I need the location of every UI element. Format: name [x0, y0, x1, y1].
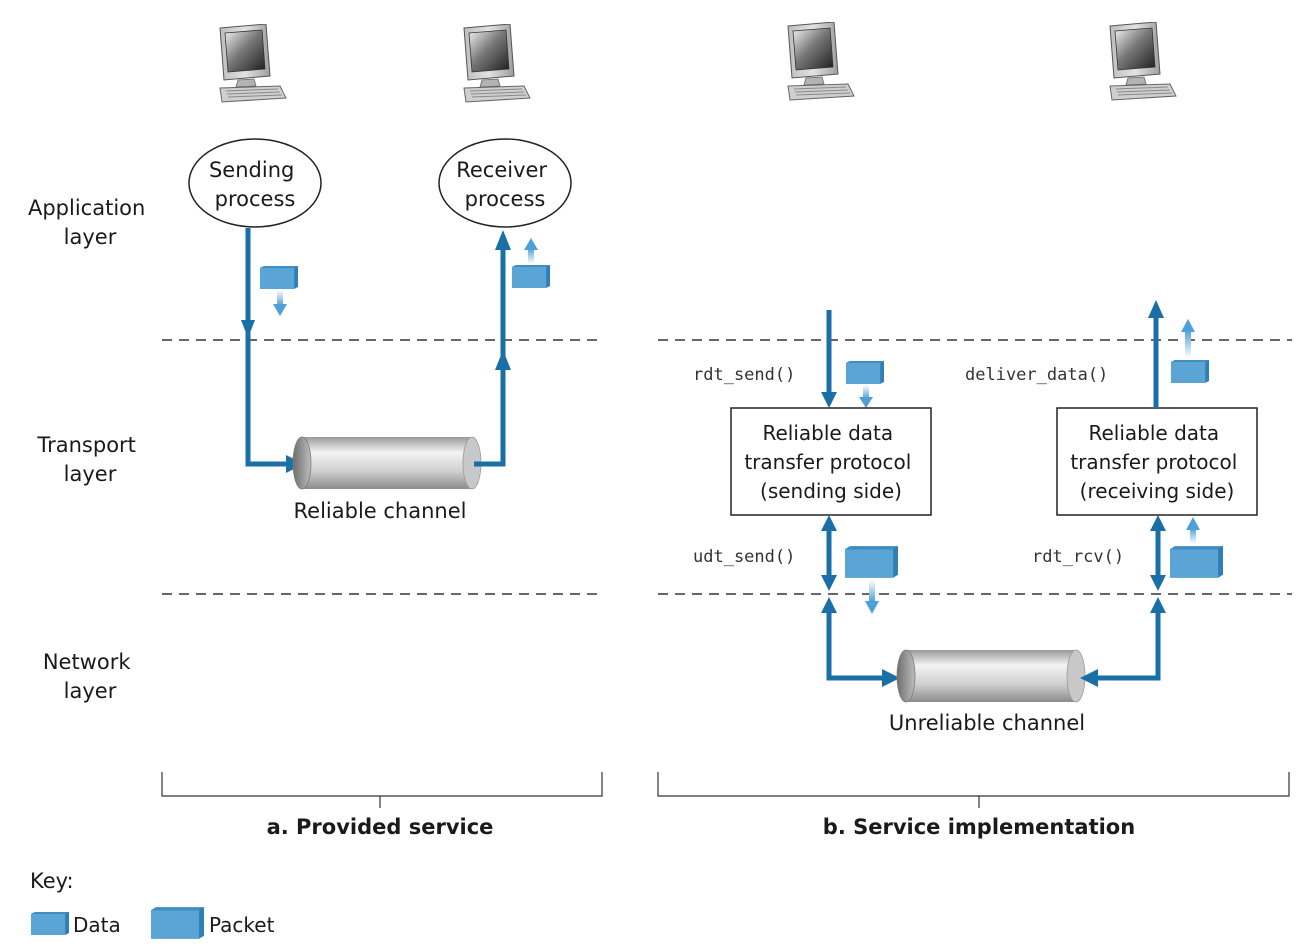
arrowhead: [821, 597, 837, 613]
arrowhead: [495, 350, 511, 370]
unreliable-channel-label: Unreliable channel: [889, 711, 1085, 735]
computer-icon: [463, 24, 531, 103]
network-layer-label: Network layer: [43, 650, 137, 703]
rdt-receiving-side-box: [1056, 407, 1258, 516]
sending-process-label: Sending process: [209, 158, 301, 211]
reliable-channel-label: Reliable channel: [294, 499, 467, 523]
transport-layer-label: Transport layer: [36, 433, 142, 486]
sending-process-node: [188, 138, 322, 228]
arrowhead: [882, 669, 900, 687]
panel-b: rdt_send() Reliable data transfer protoc…: [657, 300, 1290, 839]
small-up-arrow: [528, 248, 534, 264]
arrowhead: [821, 515, 837, 531]
computer-icon: [787, 22, 855, 101]
key-packet-label: Packet: [209, 913, 275, 937]
rdt-receiving-side-label: Reliable data transfer protocol (receivi…: [1070, 421, 1243, 503]
arrowhead: [1186, 517, 1200, 530]
arrowhead: [524, 238, 538, 250]
udt-send-label: udt_send(): [693, 547, 795, 567]
application-layer-label: Application layer: [28, 196, 152, 249]
receiver-process-node: [438, 138, 572, 228]
rdt-rcv-label: rdt_rcv(): [1032, 547, 1124, 567]
key-data-label: Data: [73, 913, 121, 937]
computer-icon: [1109, 22, 1177, 101]
arrowhead: [865, 601, 879, 614]
arrowhead: [859, 397, 873, 408]
sender-network-flow-line: [826, 610, 884, 681]
deliver-data-label: deliver_data(): [965, 365, 1108, 385]
computer-icon: [219, 24, 287, 103]
key-title: Key:: [30, 869, 74, 893]
pipe-icon: [292, 436, 482, 490]
small-down-arrow: [869, 580, 875, 602]
small-up-arrow: [1185, 330, 1191, 358]
panel-a-caption: a. Provided service: [267, 815, 494, 839]
arrowhead: [1080, 669, 1098, 687]
data-icon: [846, 361, 884, 384]
small-up-arrow: [1190, 528, 1196, 544]
arrowhead: [273, 304, 287, 316]
packet-icon: [845, 546, 898, 578]
rdt-send-label: rdt_send(): [693, 365, 795, 385]
arrowhead: [241, 320, 255, 338]
arrowhead: [821, 575, 837, 591]
packet-icon: [1170, 546, 1223, 578]
arrowhead: [1181, 319, 1195, 332]
small-down-arrow: [277, 290, 283, 306]
rdt-sending-side-box: [730, 407, 932, 516]
small-down-arrow: [863, 385, 869, 399]
arrowhead: [1150, 575, 1166, 591]
arrowhead: [1150, 515, 1166, 531]
data-icon: [1171, 360, 1209, 383]
data-icon: [512, 265, 550, 288]
data-icon: [260, 266, 298, 289]
panel-a: Sending process Receiver process Reliabl…: [161, 138, 603, 839]
panel-b-bracket: [657, 772, 1290, 808]
packet-icon: [151, 907, 204, 939]
receiver-process-label: Receiver process: [456, 158, 554, 211]
receiver-flow-line: [474, 238, 506, 467]
pipe-icon: [896, 649, 1086, 703]
arrowhead: [1150, 597, 1166, 613]
sender-flow-line: [245, 228, 288, 467]
key-legend: Key: Data Packet: [30, 869, 275, 939]
arrowhead: [495, 230, 511, 250]
rdt-sending-side-label: Reliable data transfer protocol (sending…: [744, 421, 917, 503]
arrowhead: [1148, 300, 1164, 318]
panel-a-bracket: [161, 772, 603, 808]
arrowhead: [821, 392, 837, 408]
data-icon: [31, 912, 69, 935]
panel-b-caption: b. Service implementation: [823, 815, 1135, 839]
receiver-network-flow-line: [1096, 610, 1161, 681]
